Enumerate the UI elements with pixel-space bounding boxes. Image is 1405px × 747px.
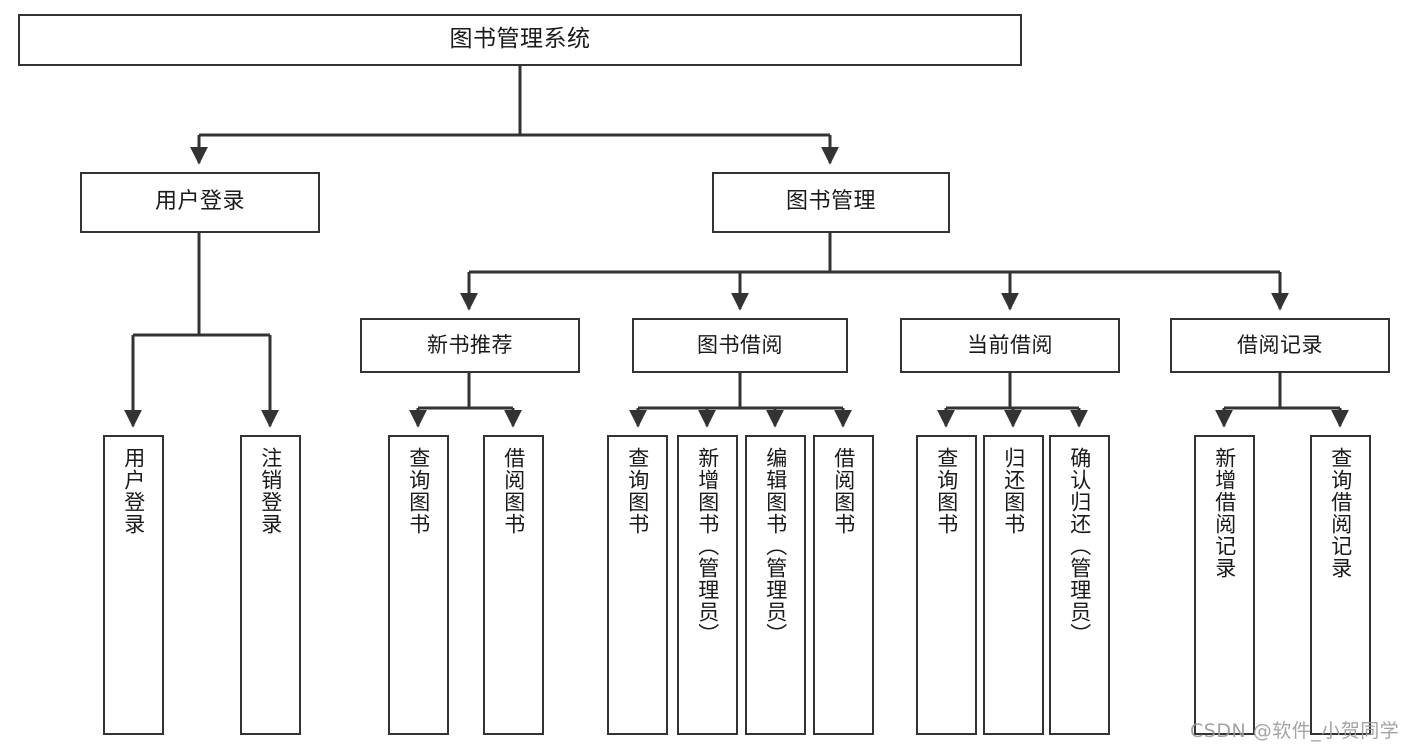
leaf-current-borrow-1[interactable]: 查询图书: [916, 435, 977, 735]
leaf-label: 借阅图书: [831, 447, 856, 535]
leaf-new-book-1[interactable]: 查询图书: [388, 435, 449, 735]
leaf-label: 注销登录: [258, 447, 283, 535]
node-new-book-recommend-label: 新书推荐: [427, 332, 513, 357]
node-book-borrow[interactable]: 图书借阅: [632, 318, 848, 373]
leaf-borrow-record-2[interactable]: 查询借阅记录: [1310, 435, 1371, 735]
leaf-book-borrow-3[interactable]: 编辑图书（管理员）: [745, 435, 806, 735]
leaf-new-book-2[interactable]: 借阅图书: [483, 435, 544, 735]
leaf-label: 用户登录: [121, 447, 146, 535]
leaf-label: 编辑图书（管理员）: [763, 447, 788, 645]
node-user-login-label: 用户登录: [154, 189, 245, 215]
leaf-label: 新增借阅记录: [1212, 447, 1237, 579]
leaf-label: 查询借阅记录: [1328, 447, 1353, 579]
leaf-current-borrow-3[interactable]: 确认归还（管理员）: [1049, 435, 1110, 735]
leaf-book-borrow-2[interactable]: 新增图书（管理员）: [677, 435, 738, 735]
node-root[interactable]: 图书管理系统: [18, 14, 1022, 66]
leaf-user-login-2[interactable]: 注销登录: [240, 435, 301, 735]
node-current-borrow-label: 当前借阅: [967, 332, 1053, 357]
node-new-book-recommend[interactable]: 新书推荐: [360, 318, 580, 373]
leaf-label: 借阅图书: [501, 447, 526, 535]
leaf-user-login-1[interactable]: 用户登录: [103, 435, 164, 735]
leaf-current-borrow-2[interactable]: 归还图书: [983, 435, 1044, 735]
leaf-label: 确认归还（管理员）: [1067, 447, 1092, 645]
leaf-book-borrow-4[interactable]: 借阅图书: [813, 435, 874, 735]
node-user-login[interactable]: 用户登录: [80, 172, 320, 233]
node-book-manage-label: 图书管理: [785, 189, 876, 215]
csdn-watermark: CSDN @软件_小贺同学: [1190, 720, 1400, 742]
node-book-manage[interactable]: 图书管理: [712, 172, 950, 233]
leaf-borrow-record-1[interactable]: 新增借阅记录: [1194, 435, 1255, 735]
leaf-label: 新增图书（管理员）: [695, 447, 720, 645]
node-borrow-record[interactable]: 借阅记录: [1170, 318, 1390, 373]
leaf-label: 归还图书: [1001, 447, 1026, 535]
node-root-label: 图书管理系统: [449, 26, 591, 53]
leaf-label: 查询图书: [934, 447, 959, 535]
leaf-label: 查询图书: [625, 447, 650, 535]
node-current-borrow[interactable]: 当前借阅: [900, 318, 1120, 373]
leaf-label: 查询图书: [406, 447, 431, 535]
node-borrow-record-label: 借阅记录: [1237, 332, 1323, 357]
node-book-borrow-label: 图书借阅: [697, 332, 783, 357]
leaf-book-borrow-1[interactable]: 查询图书: [607, 435, 668, 735]
